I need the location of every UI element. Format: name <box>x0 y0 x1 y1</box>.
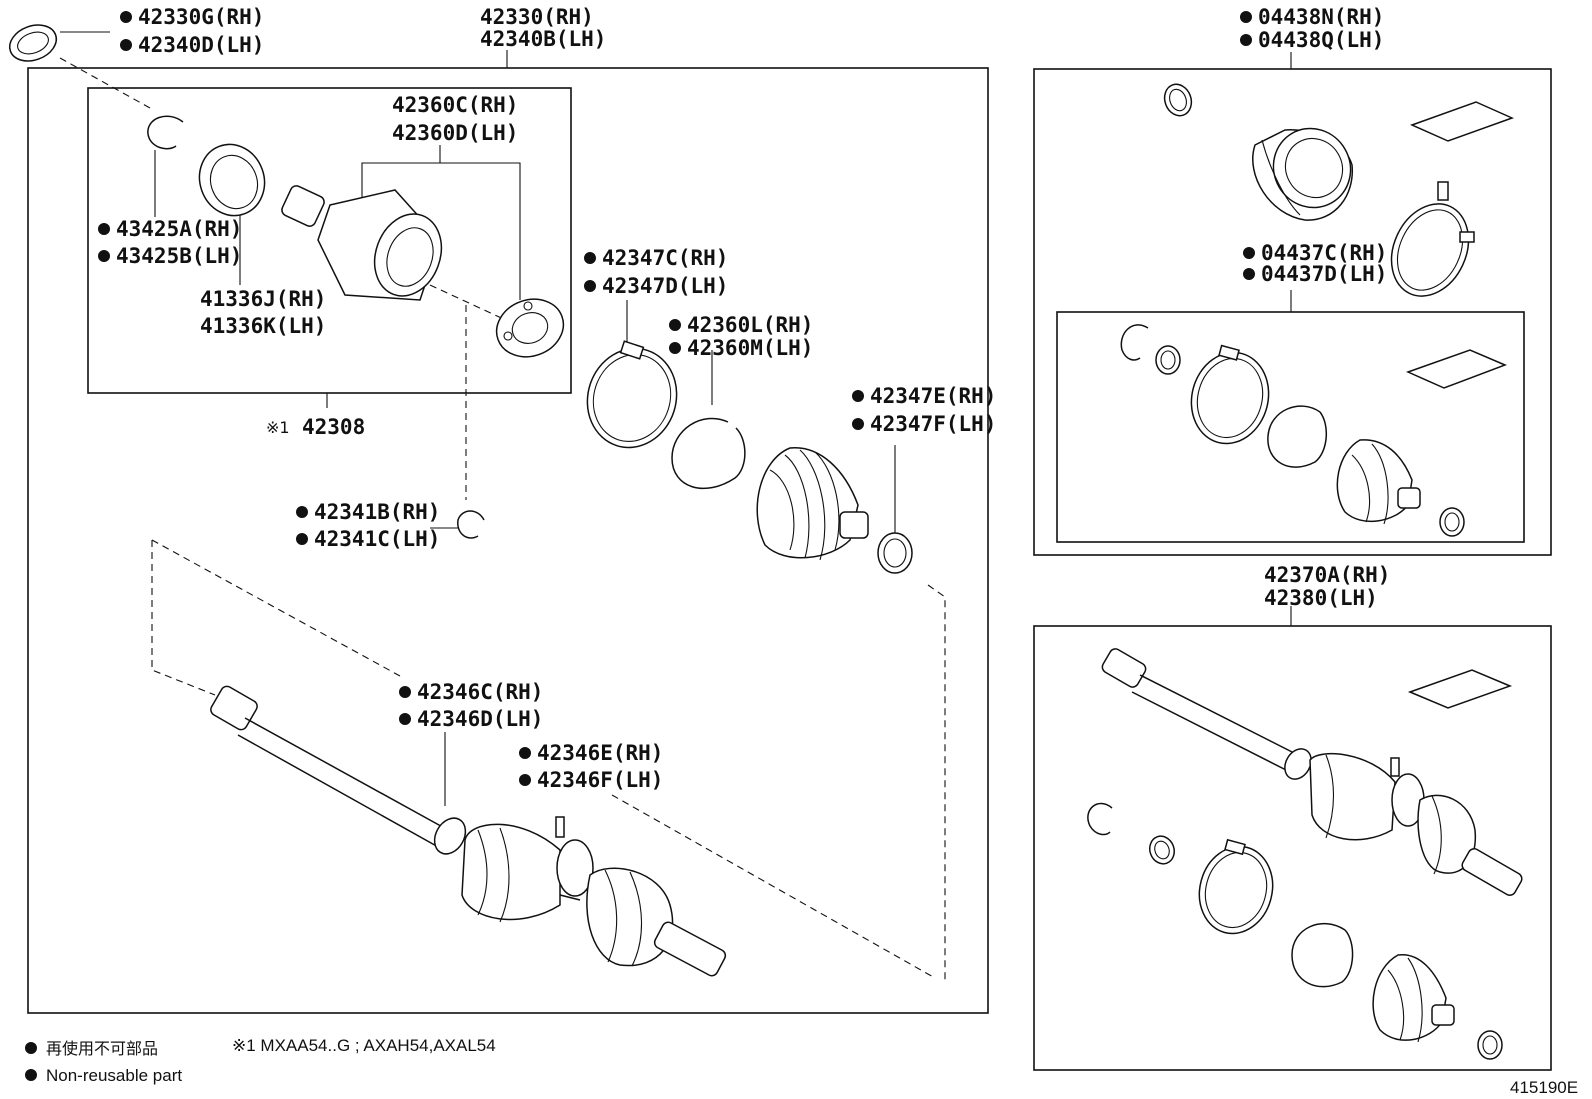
outboard-joint-subassembly-frame <box>87 87 572 394</box>
label-dust-seal-lh: 42340D(LH) <box>138 33 264 57</box>
label-outboard-band-rh: 42346E(RH) <box>537 741 663 765</box>
label-outboard-boot-kit-rh: 04438N(RH) <box>1258 5 1384 29</box>
seal-ring-icon <box>198 143 266 217</box>
drive-shaft-icon <box>210 685 727 977</box>
small-boot-clamp-icon <box>877 532 913 574</box>
phantom-lines <box>59 57 946 980</box>
label-shaft-assy-lh: 42340B(LH) <box>480 27 606 51</box>
inner-kit-boot-icon <box>1336 439 1421 525</box>
label-inboard-boot-kit-lh: 04437D(LH) <box>1261 262 1387 286</box>
label-seal-ring-rh: 41336J(RH) <box>200 287 326 311</box>
label-boot-clamp-small-rh: 42347E(RH) <box>870 384 996 408</box>
complete-large-clamp-icon <box>1198 838 1274 935</box>
boot-icon <box>756 447 869 561</box>
inner-kit-ring-icon <box>1155 345 1181 375</box>
complete-grease-pack-icon <box>1407 669 1513 709</box>
label-snap-ring-rh: 43425A(RH) <box>116 217 242 241</box>
complete-boot-icon <box>1372 954 1455 1043</box>
label-outboard-clamp-rh: 42346C(RH) <box>417 680 543 704</box>
label-dust-seal-rh: 42330G(RH) <box>138 5 264 29</box>
figure-id: 415190E <box>1510 1078 1578 1097</box>
outer-cv-joint-icon <box>281 185 443 301</box>
label-boot-clamp-large-rh: 42347C(RH) <box>602 246 728 270</box>
complete-ring-icon <box>1148 835 1176 865</box>
label-snap-ring-lh: 43425B(LH) <box>116 244 242 268</box>
label-hole-snap-ring-rh: 42341B(RH) <box>314 500 440 524</box>
label-inboard-boot-kit-rh: 04437C(RH) <box>1261 241 1387 265</box>
label-clip-lh: 42360M(LH) <box>687 336 813 360</box>
complete-clip-icon <box>1291 922 1354 988</box>
inner-kit-grease-pack-icon <box>1405 349 1508 389</box>
complete-small-clamp-icon <box>1477 1030 1503 1060</box>
label-hole-snap-ring-lh: 42341C(LH) <box>314 527 440 551</box>
label-outboard-clamp-lh: 42346D(LH) <box>417 707 543 731</box>
label-outer-joint-lh: 42360D(LH) <box>392 121 518 145</box>
hole-snap-ring-icon <box>457 510 485 539</box>
label-inner-joint-ref: 42308 <box>302 415 365 439</box>
label-complete-shaft-rh: 42370A(RH) <box>1264 563 1390 587</box>
label-outer-joint-rh: 42360C(RH) <box>392 93 518 117</box>
legend-footnote: ※1 MXAA54..G ; AXAH54,AXAL54 <box>232 1036 496 1055</box>
label-seal-ring-lh: 41336K(LH) <box>200 314 326 338</box>
legend: 再使用不可部品 Non-reusable part ※1 MXAA54..G ;… <box>25 1036 496 1085</box>
label-clip-rh: 42360L(RH) <box>687 313 813 337</box>
legend-non-reusable-en: Non-reusable part <box>46 1066 182 1085</box>
label-inner-joint-mark: ※1 <box>266 418 290 437</box>
inner-kit-large-clamp-icon <box>1190 344 1270 445</box>
inner-kit-snap-ring-icon <box>1120 324 1149 361</box>
label-outboard-boot-kit-lh: 04438Q(LH) <box>1258 28 1384 52</box>
snap-ring-icon <box>147 115 184 150</box>
complete-snap-ring-icon <box>1087 802 1113 836</box>
inner-kit-small-clamp-icon <box>1439 507 1465 537</box>
label-complete-shaft-lh: 42380(LH) <box>1264 586 1378 610</box>
kit-clamp-small-icon <box>1163 83 1193 117</box>
kit-boot-icon <box>1252 127 1353 221</box>
grease-pack-icon <box>1409 101 1515 142</box>
label-boot-clamp-large-lh: 42347D(LH) <box>602 274 728 298</box>
complete-shaft-frame <box>1033 625 1552 1071</box>
label-outboard-band-lh: 42346F(LH) <box>537 768 663 792</box>
inner-race-icon <box>495 298 565 358</box>
legend-non-reusable-jp: 再使用不可部品 <box>46 1039 158 1058</box>
label-shaft-assy-rh: 42330(RH) <box>480 5 594 29</box>
kit-clamp-large-icon <box>1390 181 1475 297</box>
complete-shaft-icon <box>1101 648 1523 896</box>
clip-ring-icon <box>671 417 746 490</box>
drive-shaft-assembly-frame <box>27 67 989 1014</box>
large-boot-clamp-icon <box>586 340 678 449</box>
dust-seal-icon <box>8 24 58 62</box>
outboard-boot-kit-frame <box>1033 68 1552 556</box>
label-boot-clamp-small-lh: 42347F(LH) <box>870 412 996 436</box>
inner-kit-clip-icon <box>1267 405 1327 468</box>
